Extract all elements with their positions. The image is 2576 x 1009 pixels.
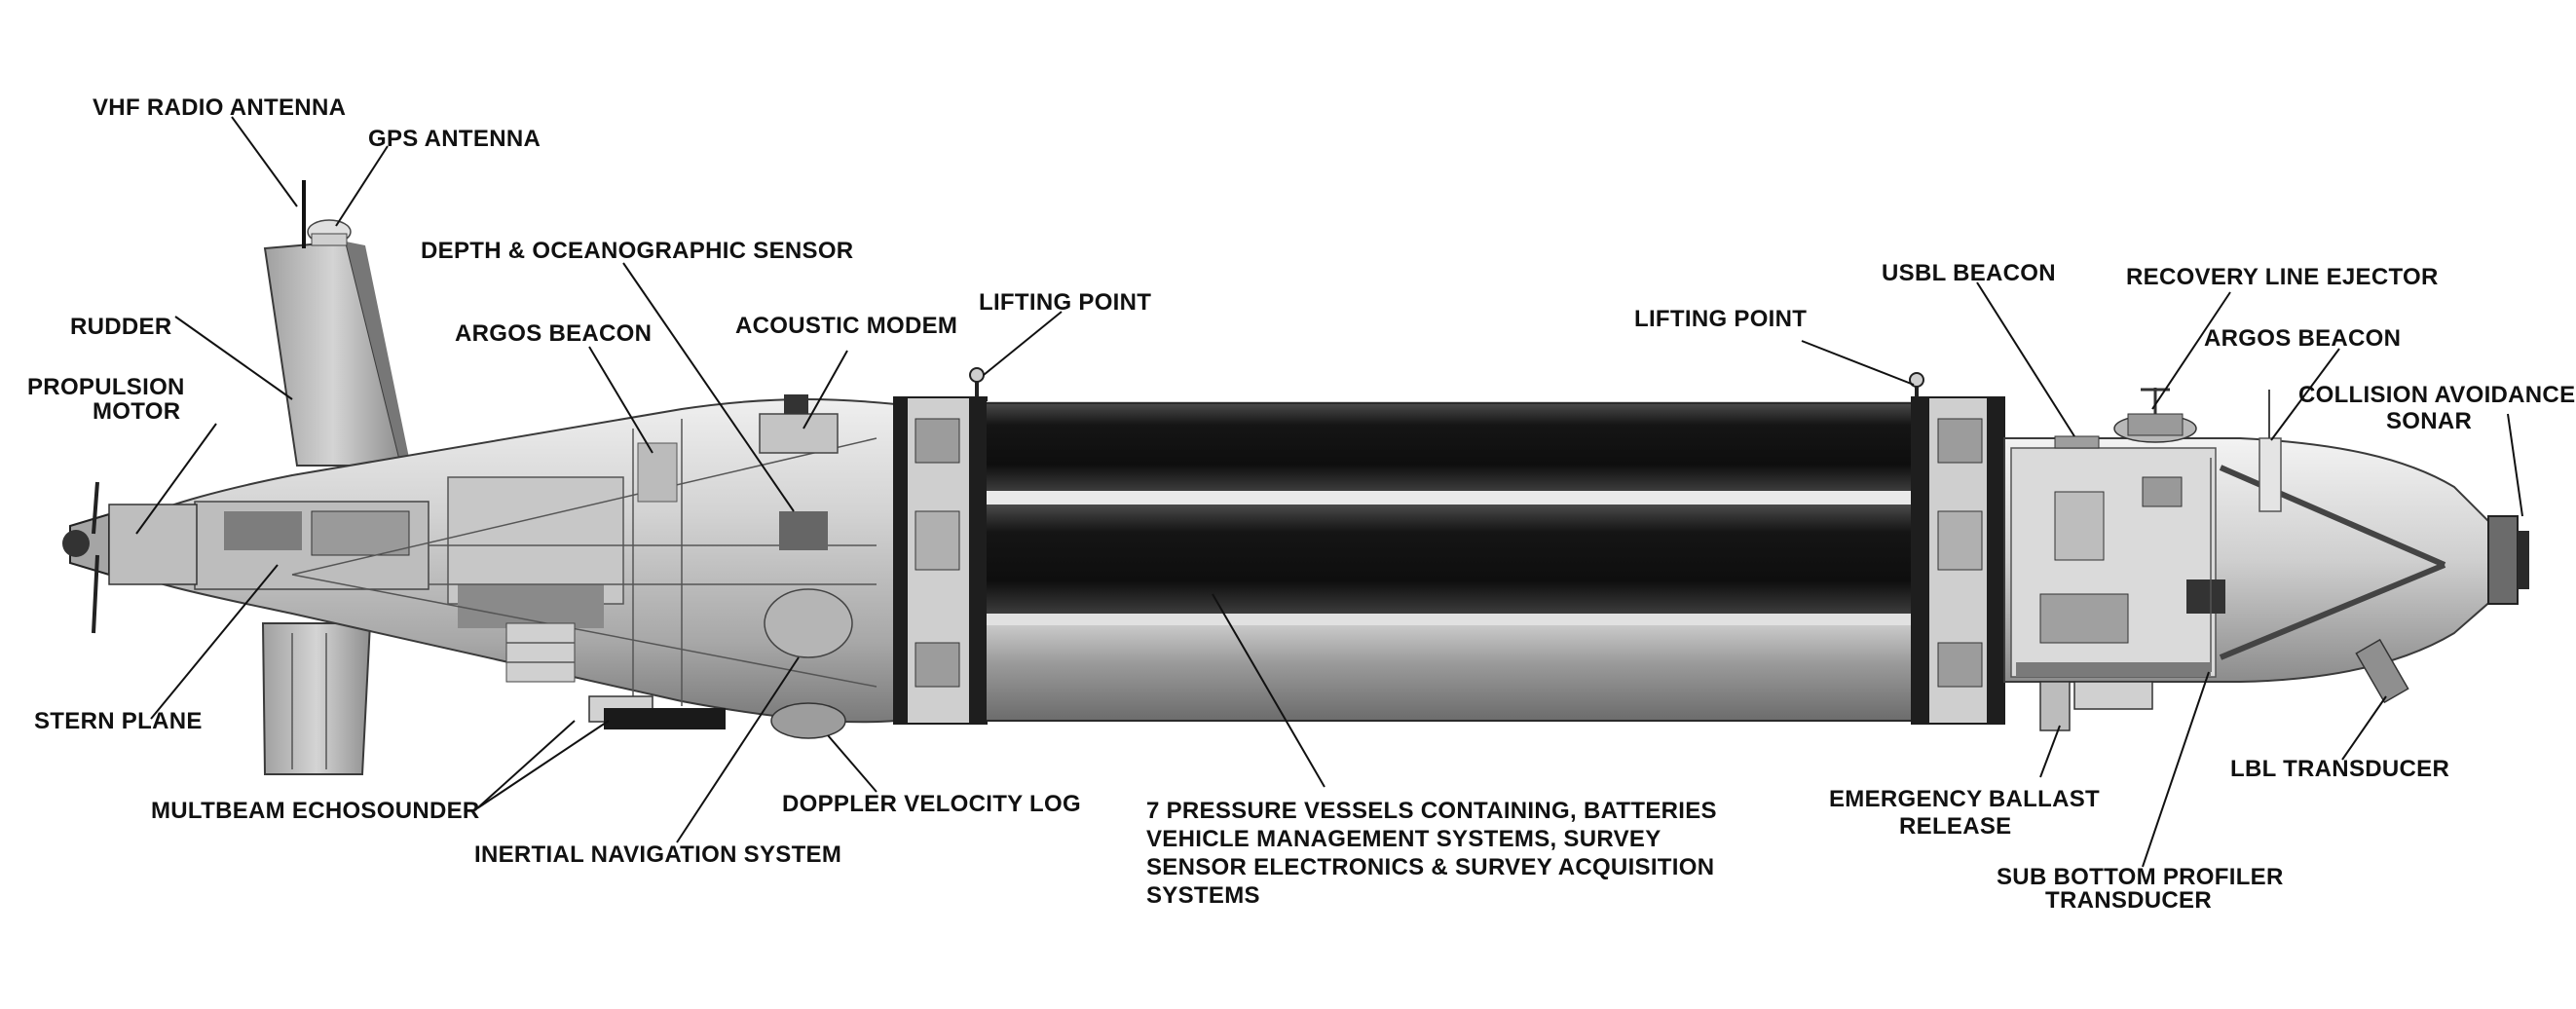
label-acoustic-modem: ACOUSTIC MODEM [735,313,957,339]
label-vhf-radio-antenna: VHF RADIO ANTENNA [93,94,346,121]
label-emergency-ballast-line2: RELEASE [1899,813,2011,840]
label-emergency-ballast-line1: EMERGENCY BALLAST [1829,786,2100,812]
label-gps-antenna: GPS ANTENNA [368,126,541,152]
label-depth-oceanographic-sensor: DEPTH & OCEANOGRAPHIC SENSOR [421,238,853,264]
emergency-ballast-release [2039,681,2071,731]
pressure-vessel-middle [987,504,1912,614]
sub-bottom-profiler-transducer [2073,681,2153,710]
label-propulsion-motor-line1: PROPULSION [27,374,185,400]
label-pressure-vessels-line3: SENSOR ELECTRONICS & SURVEY ACQUISITION [1146,854,1714,880]
label-doppler-velocity-log: DOPPLER VELOCITY LOG [782,791,1081,817]
label-collision-avoidance-line2: SONAR [2386,408,2472,434]
label-collision-avoidance-line1: COLLISION AVOIDANCE [2298,382,2575,408]
pressure-vessel-bottom [987,625,1912,721]
doppler-velocity-log-dome [770,702,846,739]
label-sub-bottom-profiler-line1: SUB BOTTOM PROFILER [1997,864,2284,890]
pressure-vessels [987,401,1912,722]
label-lifting-point-aft: LIFTING POINT [979,289,1151,316]
propeller-assembly [62,481,198,634]
component-labels: VHF RADIO ANTENNA GPS ANTENNA DEPTH & OC… [27,94,2575,914]
label-lifting-point-forward: LIFTING POINT [1634,306,1807,332]
label-multibeam-echosounder: MULTBEAM ECHOSOUNDER [151,798,480,824]
argos-beacon-forward [2259,437,2282,512]
label-argos-beacon-forward: ARGOS BEACON [2204,325,2401,352]
label-argos-beacon-aft: ARGOS BEACON [455,320,652,347]
nose-internal-frame [2010,447,2446,678]
label-propulsion-motor-line2: MOTOR [93,398,180,425]
label-lbl-transducer: LBL TRANSDUCER [2230,756,2449,782]
usbl-beacon [2054,435,2100,449]
aft-internal-frame [194,394,877,706]
pressure-vessel-top [987,403,1912,491]
label-recovery-line-ejector: RECOVERY LINE EJECTOR [2126,264,2439,290]
lbl-transducer [2355,638,2409,704]
collision-avoidance-sonar [2487,515,2519,605]
label-sub-bottom-profiler-line2: TRANSDUCER [2045,887,2212,914]
label-pressure-vessels-line2: VEHICLE MANAGEMENT SYSTEMS, SURVEY [1146,826,1661,852]
leader-lines [135,116,2523,868]
label-pressure-vessels-line4: SYSTEMS [1146,882,1260,909]
vehicle-illustration [62,180,2529,775]
label-usbl-beacon: USBL BEACON [1882,260,2056,286]
multibeam-echosounder-array [604,708,726,729]
label-rudder: RUDDER [70,314,171,340]
stern-plane-fin [261,622,372,775]
label-stern-plane: STERN PLANE [34,708,203,734]
label-pressure-vessels-line1: 7 PRESSURE VESSELS CONTAINING, BATTERIES [1146,798,1717,824]
label-inertial-navigation-system: INERTIAL NAVIGATION SYSTEM [474,841,841,868]
